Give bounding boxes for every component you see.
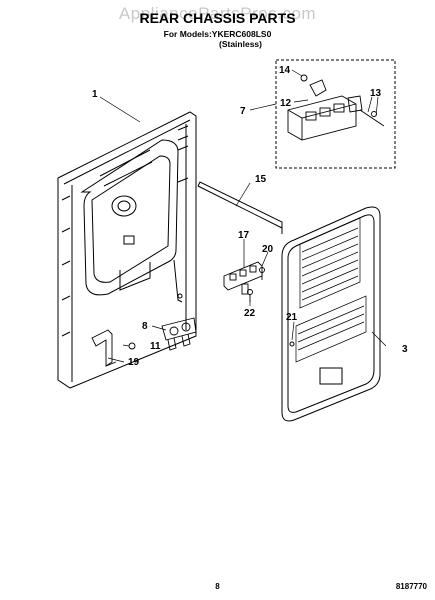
terminal-block <box>223 261 263 295</box>
page-number: 8 <box>215 582 220 591</box>
callout-11: 11 <box>150 341 161 352</box>
screws <box>247 267 265 302</box>
rear-panel <box>57 111 197 389</box>
callout-20: 20 <box>262 244 274 255</box>
page-title: REAR CHASSIS PARTS <box>139 10 296 26</box>
bracket-19 <box>91 329 117 367</box>
model-line: For Models:YKERC608LS0 <box>163 29 272 39</box>
callout-22: 22 <box>244 308 256 319</box>
callout-3: 3 <box>402 344 408 355</box>
access-cover <box>281 206 381 422</box>
callout-1: 1 <box>92 89 98 100</box>
callout-15: 15 <box>255 174 267 185</box>
terminal-block-assembly <box>287 74 385 141</box>
bracket-assembly <box>128 317 197 351</box>
callout-8: 8 <box>142 321 148 332</box>
callout-7: 7 <box>240 106 246 117</box>
callout-14: 14 <box>279 65 291 76</box>
callout-21: 21 <box>286 312 298 323</box>
watermark-text: AppliancePartsPros.com <box>118 4 317 23</box>
leader-lines <box>99 69 387 363</box>
callout-19: 19 <box>128 357 140 368</box>
document-number: 8187770 <box>395 582 427 591</box>
callout-12: 12 <box>280 98 292 109</box>
callout-13: 13 <box>370 88 382 99</box>
callout-17: 17 <box>238 230 250 241</box>
inset-box <box>275 59 396 169</box>
finish-line: (Stainless) <box>219 39 262 49</box>
rod-part <box>197 181 283 234</box>
